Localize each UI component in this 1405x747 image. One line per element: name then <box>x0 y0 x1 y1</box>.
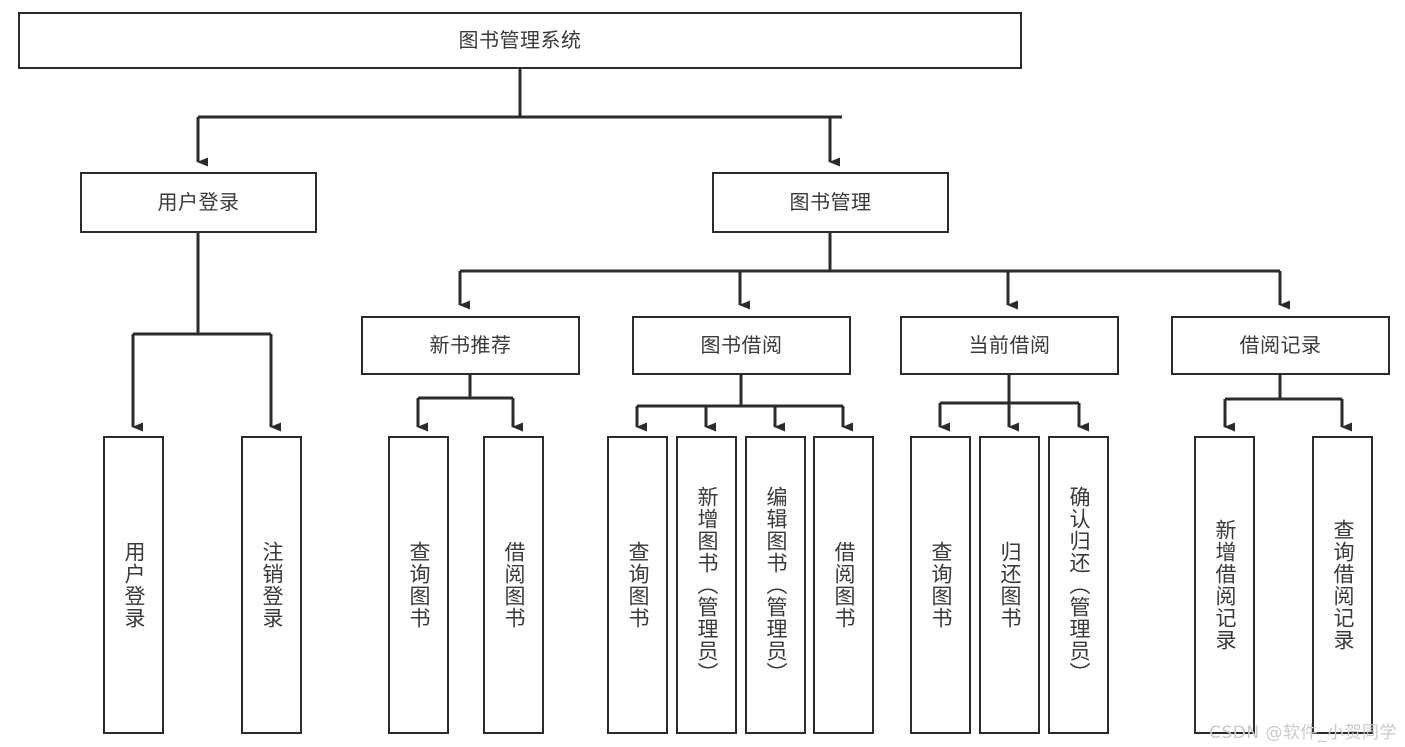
leaf-current-query-book[interactable]: 查询图书 <box>910 436 971 734</box>
leaf-current-confirm-return-admin[interactable]: 确认归还（管理员） <box>1048 436 1109 734</box>
leaf-record-add-record[interactable]: 新增借阅记录 <box>1194 436 1255 734</box>
node-label: 借阅图书 <box>831 541 856 629</box>
node-label: 查询图书 <box>625 541 650 629</box>
node-label: 新增图书（管理员） <box>694 486 719 684</box>
node-label: 借阅记录 <box>1239 333 1322 357</box>
leaf-borrow-query-book[interactable]: 查询图书 <box>607 436 668 734</box>
leaf-recommend-borrow-book[interactable]: 借阅图书 <box>483 436 544 734</box>
leaf-borrow-edit-book-admin[interactable]: 编辑图书（管理员） <box>745 436 806 734</box>
leaf-borrow-add-book-admin[interactable]: 新增图书（管理员） <box>676 436 737 734</box>
node-label: 查询图书 <box>928 541 953 629</box>
node-borrow-record[interactable]: 借阅记录 <box>1171 316 1390 375</box>
node-book-management[interactable]: 图书管理 <box>712 172 949 233</box>
leaf-recommend-query-book[interactable]: 查询图书 <box>388 436 449 734</box>
leaf-borrow-borrow-book[interactable]: 借阅图书 <box>813 436 874 734</box>
node-label: 注销登录 <box>259 541 284 629</box>
node-label: 图书借阅 <box>700 333 783 357</box>
node-label: 新增借阅记录 <box>1212 519 1237 651</box>
node-book-borrow[interactable]: 图书借阅 <box>632 316 851 375</box>
node-label: 归还图书 <box>997 541 1022 629</box>
node-current-borrow[interactable]: 当前借阅 <box>900 316 1119 375</box>
leaf-user-login-logout[interactable]: 注销登录 <box>241 436 302 734</box>
node-label: 查询图书 <box>406 541 431 629</box>
node-user-login[interactable]: 用户登录 <box>80 172 317 233</box>
node-label: 借阅图书 <box>501 541 526 629</box>
node-new-book-recommend[interactable]: 新书推荐 <box>361 316 580 375</box>
node-label: 新书推荐 <box>429 333 512 357</box>
node-label: 用户登录 <box>121 541 146 629</box>
node-label: 图书管理系统 <box>458 28 582 52</box>
leaf-record-query-record[interactable]: 查询借阅记录 <box>1312 436 1373 734</box>
node-label: 确认归还（管理员） <box>1066 486 1091 684</box>
leaf-current-return-book[interactable]: 归还图书 <box>979 436 1040 734</box>
csdn-watermark: CSDN @软件_小贺同学 <box>1209 723 1397 743</box>
node-label: 当前借阅 <box>968 333 1051 357</box>
node-label: 查询借阅记录 <box>1330 519 1355 651</box>
node-root-system[interactable]: 图书管理系统 <box>18 12 1022 69</box>
leaf-user-login-login[interactable]: 用户登录 <box>103 436 164 734</box>
node-label: 用户登录 <box>157 190 240 214</box>
node-label: 图书管理 <box>789 190 872 214</box>
node-label: 编辑图书（管理员） <box>763 486 788 684</box>
